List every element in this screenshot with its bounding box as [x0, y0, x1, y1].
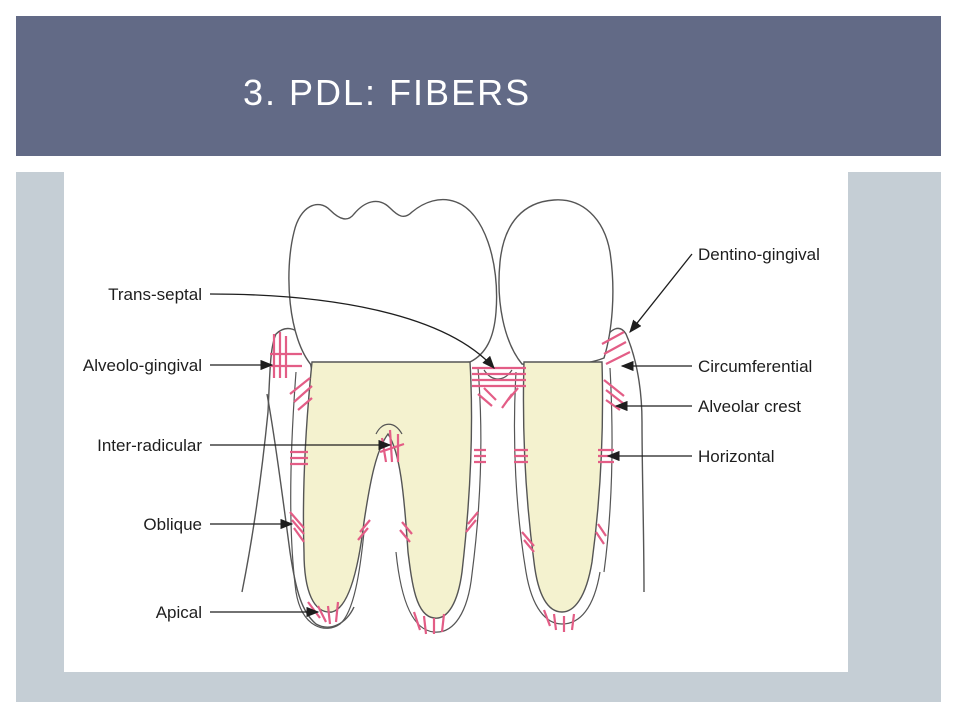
molar-root: [302, 361, 473, 619]
pdl-fibers-figure: Trans-septal Alveolo-gingival Inter-radi…: [64, 172, 848, 672]
label-dentino-gingival: Dentino-gingival: [698, 245, 820, 264]
label-circumferential: Circumferential: [698, 357, 812, 376]
label-apical: Apical: [156, 603, 202, 622]
title-bar: [16, 16, 941, 156]
label-horizontal: Horizontal: [698, 447, 775, 466]
label-alveolo-gingival: Alveolo-gingival: [83, 356, 202, 375]
premolar-crown: [498, 199, 614, 367]
premolar-root: [522, 361, 604, 613]
label-oblique: Oblique: [143, 515, 202, 534]
molar-crown: [288, 198, 498, 368]
leader-arrows: [209, 253, 693, 618]
arrow-dentino-gingival: [629, 253, 693, 334]
arrow-trans-septal: [209, 293, 495, 369]
label-inter-radicular: Inter-radicular: [97, 436, 202, 455]
label-trans-septal: Trans-septal: [108, 285, 202, 304]
label-alveolar-crest: Alveolar crest: [698, 397, 801, 416]
tooth-diagram: Trans-septal Alveolo-gingival Inter-radi…: [83, 198, 820, 635]
slide-title: 3. PDL: FIBERS: [243, 72, 532, 113]
